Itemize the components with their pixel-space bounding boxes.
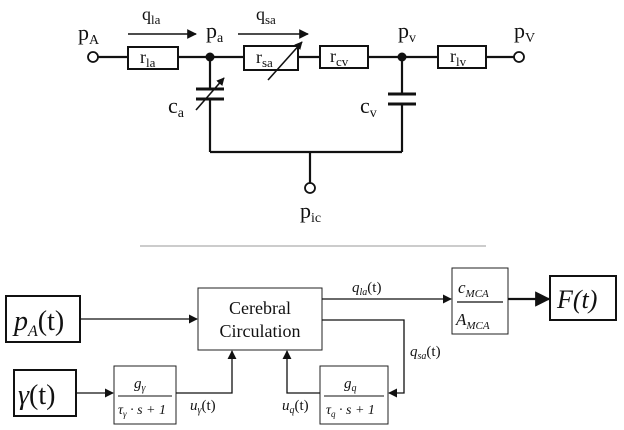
gain-numerator: cMCA [458,278,489,300]
variable-resistor-arrow [267,41,303,81]
label-cv: cv [360,93,377,121]
gain-denominator: AMCA [455,310,490,332]
tf-q-numerator: gq [344,376,357,394]
block-diagram: pA(t) γ(t) Cerebral Circulation cMCA AMC… [5,267,617,425]
cerebral-label-line2: Circulation [220,321,301,341]
label-ca: ca [168,93,185,121]
tf-block-q [319,365,389,425]
label-qla: qla [142,4,161,27]
signal-uq: uq(t) [282,398,309,416]
label-pA: pA [78,20,100,48]
label-pV: pV [514,18,535,46]
label-input-gamma: γ(t) [18,380,55,411]
input-block-gamma [13,369,77,417]
label-input-pA: pA(t) [12,306,64,340]
label-qsa: qsa [256,4,276,27]
input-block-pA [5,295,81,343]
label-pic: pic [300,198,321,226]
label-pv: pv [398,18,416,46]
output-block-F [549,275,617,321]
tf-block-gamma [113,365,177,425]
tf-q-denominator: τq · s + 1 [326,403,375,419]
circuit-diagram: pA pa pv pV pic qla qsa rla rsa rcv rlv … [78,4,535,226]
signal-ugamma: uγ(t) [190,398,216,416]
cerebral-label-line1: Cerebral [229,298,291,318]
arrow-ugamma-to-cerebral [176,350,237,394]
terminal-pV [513,51,525,63]
cerebral-circulation-block [197,287,323,351]
label-rla: rla [140,47,156,70]
arrow-uq-to-cerebral [282,350,320,394]
resistor-rla [127,46,179,70]
signal-qsa: qsa(t) [410,344,441,362]
terminal-pic [304,182,316,194]
label-rlv: rlv [450,46,467,69]
label-rcv: rcv [330,46,349,69]
gain-block-mca [451,267,509,335]
label-rsa: rsa [256,47,273,70]
tf-gamma-numerator: gγ [134,376,147,394]
tf-gamma-denominator: τγ · s + 1 [118,403,166,419]
signal-qla: qla(t) [352,280,381,298]
variable-capacitor-arrow [195,77,225,111]
resistor-rcv [319,45,369,69]
arrow-qsa-to-tfq [322,319,405,398]
label-pa: pa [206,18,224,46]
resistor-rlv [437,45,487,69]
resistor-rsa [243,45,299,71]
label-output-F: F(t) [556,285,597,314]
terminal-pA [87,51,99,63]
